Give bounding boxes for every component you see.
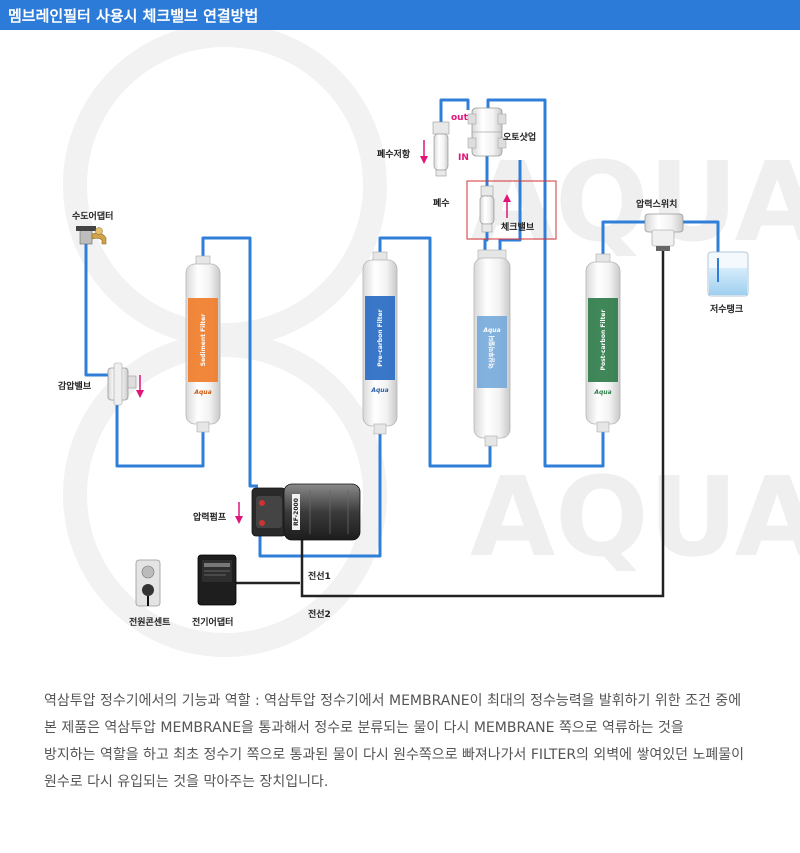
brand-label: Aqua xyxy=(593,389,611,396)
watermark: AQUA AQUA xyxy=(63,30,800,657)
electric-wires xyxy=(235,250,665,598)
label-drain: 폐수 xyxy=(433,197,450,209)
label-auto-shutoff: 오토샷업 xyxy=(503,131,536,143)
drain-resistor xyxy=(432,121,450,177)
label-storage-tank: 저수탱크 xyxy=(710,303,743,315)
auto-shutoff-valve xyxy=(467,107,507,157)
membrane-filter: 역삼투막필터 Aqua xyxy=(473,249,511,447)
label-in: IN xyxy=(458,153,469,163)
watermark-circle xyxy=(63,30,387,347)
pipe-postcarbon-to-switch xyxy=(601,220,645,258)
brand-label: Aqua xyxy=(482,327,500,334)
filter-label: Post-carbon Filter xyxy=(600,310,607,371)
pipe-precarbon-to-membrane xyxy=(378,236,492,468)
label-wire1: 전선1 xyxy=(308,570,331,582)
description-line: 역삼투압 정수기에서의 기능과 역할 : 역삼투압 정수기에서 MEMBRANE… xyxy=(44,693,742,709)
watermark-circle xyxy=(63,333,387,657)
storage-tank xyxy=(707,251,749,297)
pressure-valve xyxy=(107,362,137,406)
power-outlet xyxy=(135,559,161,607)
label-pressure-valve: 감압밸브 xyxy=(58,380,92,392)
pipe-pump-to-precarbon xyxy=(258,430,382,558)
header-bar: 멤브레인필터 사용시 체크밸브 연결방법 xyxy=(0,0,800,30)
connection-diagram: AQUA AQUA 수도어댑터 감압밸브 xyxy=(58,30,800,657)
water-pipes xyxy=(84,98,720,558)
label-check-valve: 체크밸브 xyxy=(501,221,535,233)
sediment-filter: Sediment Filter Aqua xyxy=(185,255,221,433)
filter-label: Sediment Filter xyxy=(200,314,207,366)
label-pressure-pump: 압력펌프 xyxy=(193,511,227,523)
description-line: 본 제품은 역삼투압 MEMBRANE을 통과해서 정수로 분류되는 물이 다시… xyxy=(44,720,684,736)
pressure-pump: RF-2000 xyxy=(251,483,361,541)
flow-arrow-icon xyxy=(136,375,144,398)
check-valve-highlight xyxy=(466,180,557,240)
flow-arrow-icon xyxy=(420,140,428,164)
label-drain-resistor: 폐수저항 xyxy=(377,148,411,160)
description: 역삼투압 정수기에서의 기능과 역할 : 역삼투압 정수기에서 MEMBRANE… xyxy=(44,688,774,796)
check-valve xyxy=(479,185,495,233)
filter-label: Pre-carbon Filter xyxy=(377,309,384,366)
label-wire2: 전선2 xyxy=(308,608,331,620)
pressure-switch xyxy=(644,213,684,251)
filter-label: 역삼투막필터 xyxy=(488,335,496,368)
label-tap-adapter: 수도어댑터 xyxy=(72,210,113,222)
page-title: 멤브레인필터 사용시 체크밸브 연결방법 xyxy=(8,7,259,25)
label-out: out xyxy=(451,113,469,123)
brand-label: Aqua xyxy=(370,387,388,394)
pipe-switch-to-tank xyxy=(680,220,720,258)
watermark-text: AQUA xyxy=(470,453,800,581)
flow-arrow-icon xyxy=(235,502,243,524)
pump-model-label: RF-2000 xyxy=(293,498,300,526)
pipe-shutoff-to-postcarbon xyxy=(486,98,605,468)
description-line: 방지하는 역할을 하고 최초 정수기 쪽으로 통과된 물이 다시 원수쪽으로 빠… xyxy=(44,747,744,763)
pipe-membrane-to-drain xyxy=(498,160,522,255)
power-adapter xyxy=(197,554,237,606)
tap-adapter xyxy=(76,226,107,245)
pipe-valve-to-sediment xyxy=(115,392,205,468)
label-power-outlet: 전원콘센트 xyxy=(129,616,171,628)
description-line: 원수로 다시 유입되는 것을 막아주는 장치입니다. xyxy=(44,774,329,790)
watermark-text: AQUA xyxy=(470,138,800,266)
brand-label: Aqua xyxy=(193,389,211,396)
pipe-tap-to-valve xyxy=(84,244,117,377)
precarbon-filter: Pre-carbon Filter Aqua xyxy=(362,251,398,435)
flow-arrow-icon xyxy=(503,194,511,218)
label-power-adapter: 전기어댑터 xyxy=(192,616,233,628)
wire2-line xyxy=(300,250,665,598)
label-pressure-switch: 압력스위치 xyxy=(636,198,677,210)
pipe-sediment-to-pump xyxy=(201,236,258,488)
postcarbon-filter: Post-carbon Filter Aqua xyxy=(585,253,621,433)
pipe-membrane-to-check xyxy=(483,232,489,255)
